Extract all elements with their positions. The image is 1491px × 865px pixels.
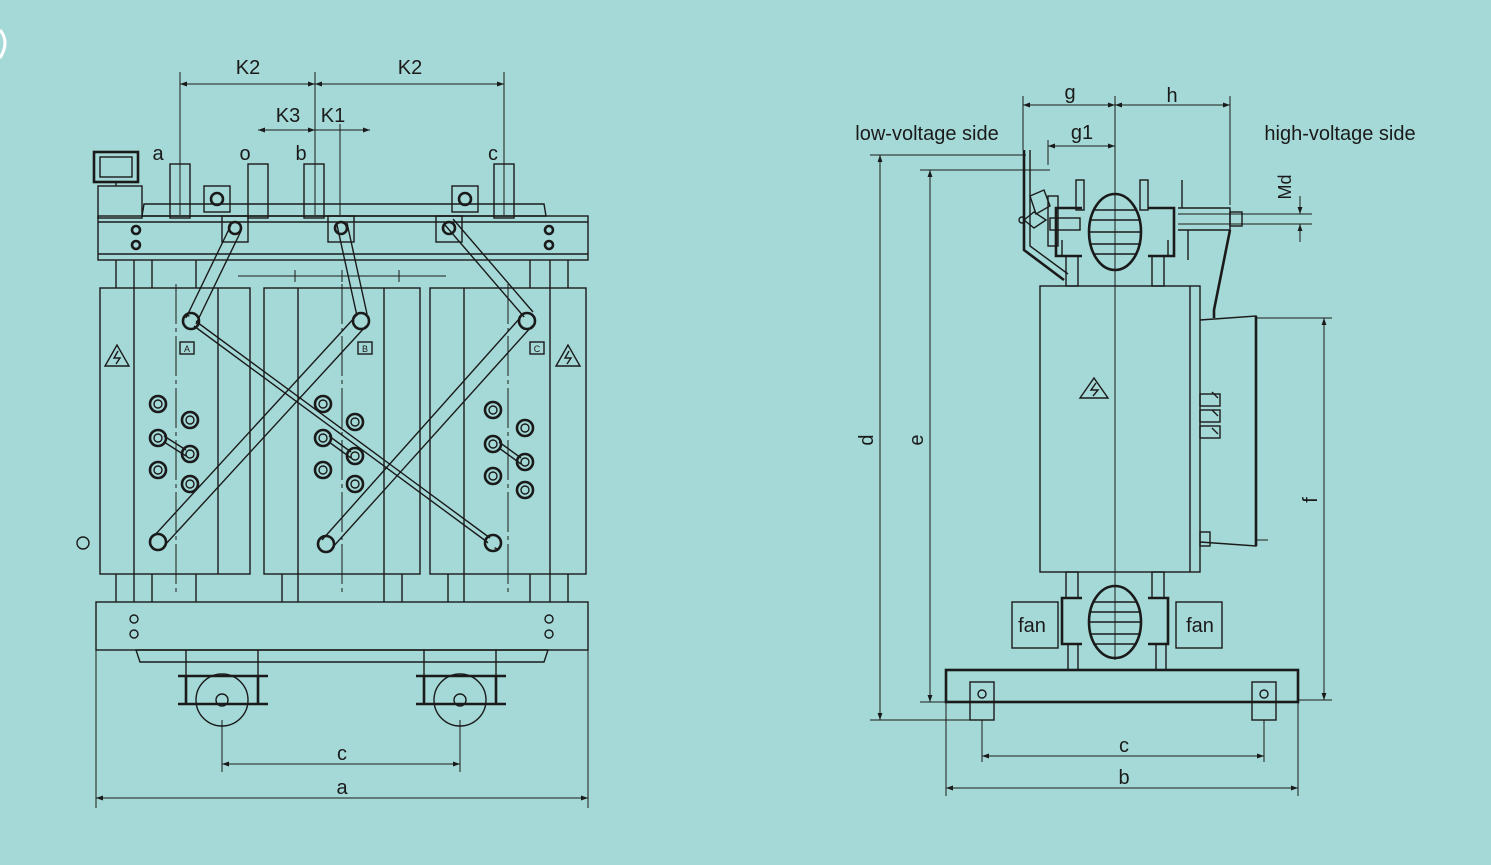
front-view: K2 K2 K3 K1 a o b c — [76, 57, 589, 808]
upper-insulator — [1087, 192, 1143, 272]
terminal-post-o — [247, 163, 269, 219]
fan-left-label: fan — [1018, 615, 1046, 637]
lower-insulator — [1087, 584, 1143, 660]
terminal-post-a — [169, 163, 191, 219]
tap-terminals-c — [483, 400, 535, 500]
ground-terminal — [76, 536, 90, 550]
fan-left — [1011, 601, 1059, 649]
bolt-circle-icon — [483, 533, 503, 553]
phase-label-a: A — [184, 344, 190, 354]
high-voltage-warning-icon — [103, 343, 131, 367]
side-view: g h g1 low-voltage side high-voltage sid… — [855, 82, 1416, 796]
fan-right-label: fan — [1186, 615, 1214, 637]
bolt-circle-icon — [181, 311, 201, 331]
label-high-voltage-side: high-voltage side — [1264, 123, 1415, 145]
label-width: a — [336, 777, 348, 799]
bolt-circle-icon — [316, 534, 336, 554]
terminal-post-c — [493, 163, 515, 219]
terminal-label-o: o — [239, 143, 250, 165]
label-k1: K1 — [321, 105, 345, 127]
label-md: Md — [1275, 174, 1295, 199]
terminal-post-b — [303, 163, 325, 219]
phase-label-c: C — [534, 344, 541, 354]
high-voltage-terminal — [1178, 207, 1231, 231]
fan-right — [1175, 601, 1223, 649]
coil-phase-a — [99, 287, 251, 575]
lifting-lug-left — [203, 185, 231, 213]
label-e: e — [906, 434, 928, 445]
label-k2-left: K2 — [236, 57, 260, 79]
label-base-width: b — [1118, 767, 1129, 789]
bolt-circle-icon — [351, 311, 371, 331]
terminal-label-c: c — [488, 143, 498, 165]
label-wheel-span: c — [337, 743, 347, 765]
tap-terminals-a — [148, 394, 200, 494]
coil-enclosure — [1039, 285, 1201, 573]
label-base-span: c — [1119, 735, 1129, 757]
label-low-voltage-side: low-voltage side — [855, 123, 998, 145]
label-d: d — [856, 434, 878, 445]
label-h: h — [1166, 85, 1177, 107]
base-frame — [944, 668, 1300, 704]
lower-clamp — [95, 601, 589, 651]
terminal-label-b: b — [295, 143, 306, 165]
corner-fragment — [0, 29, 7, 59]
lifting-lug-right — [451, 185, 479, 213]
label-g: g — [1064, 82, 1075, 104]
terminal-label-a: a — [152, 143, 164, 165]
high-voltage-warning-icon — [554, 343, 582, 367]
label-g1: g1 — [1071, 122, 1093, 144]
label-f: f — [1300, 497, 1322, 503]
tap-terminals-b — [313, 394, 365, 494]
low-voltage-bus — [1022, 150, 1065, 282]
bolt-circle-icon — [148, 532, 168, 552]
phase-label-b: B — [362, 344, 368, 354]
label-k3: K3 — [276, 105, 300, 127]
delta-connection-bars — [153, 218, 534, 551]
high-voltage-warning-icon — [1078, 376, 1110, 399]
label-k2-right: K2 — [398, 57, 422, 79]
bolt-circle-icon — [517, 311, 537, 331]
